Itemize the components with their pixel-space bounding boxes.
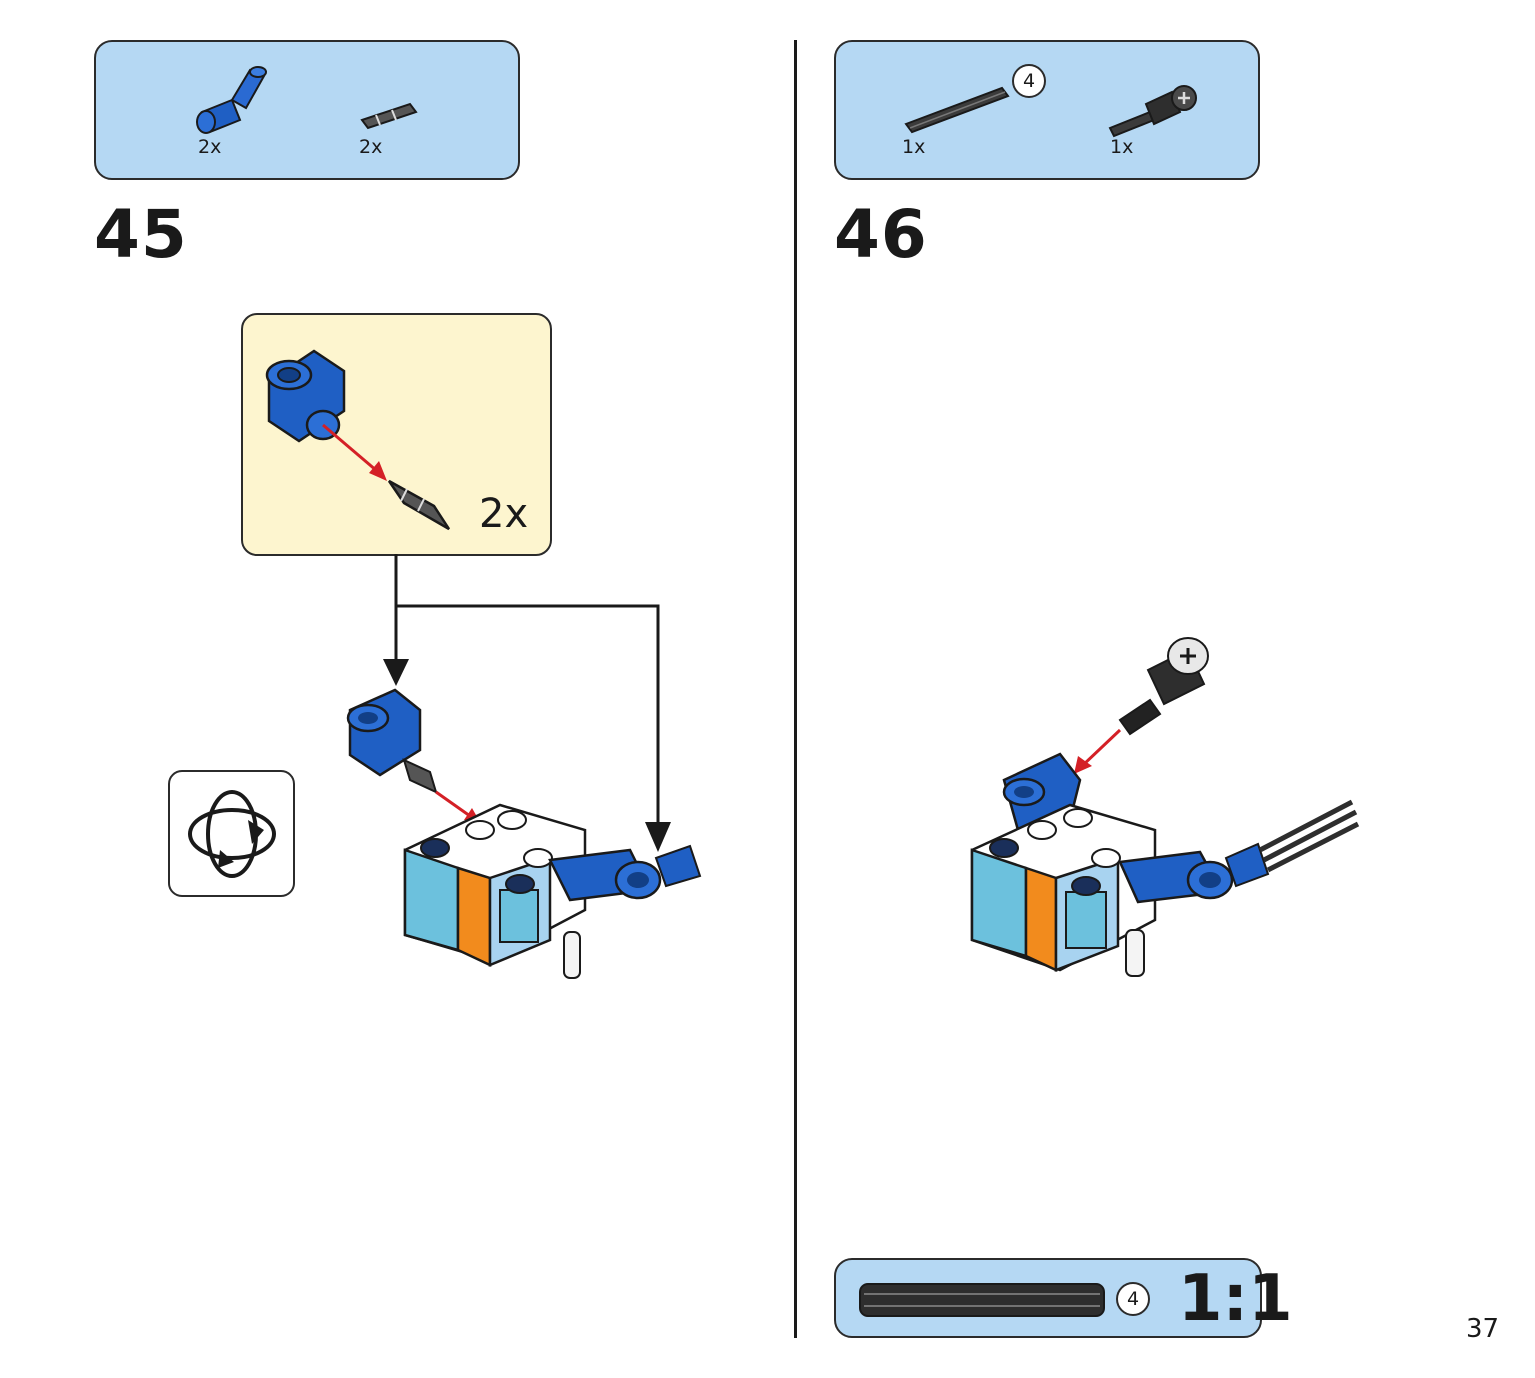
blue-angle-connector-icon (196, 66, 267, 134)
callout-arrows (383, 554, 671, 852)
axle-actual-size-icon (859, 1283, 1105, 1317)
axle-pin-icon (360, 102, 418, 130)
part-qty-angle-connector: 2x (198, 136, 222, 158)
part-qty-axle-connector: 1x (1110, 136, 1134, 158)
step-45-model (346, 688, 702, 979)
axle-with-connector-icon (1108, 85, 1197, 138)
axle-4-icon (904, 86, 1010, 134)
step-number-46: 46 (834, 196, 928, 273)
part-qty-axle-pin: 2x (359, 136, 383, 158)
actual-size-callout: 4 1:1 (834, 1258, 1293, 1338)
scale-label: 1:1 (1178, 1262, 1293, 1336)
parts-callout-step-46: 4 1x 1x (834, 40, 1260, 180)
rotate-icon (188, 790, 276, 878)
page-divider (794, 40, 797, 1338)
step-46-model (970, 637, 1360, 977)
subassembly-qty: 2x (479, 491, 529, 537)
subassembly-illustration (265, 349, 451, 531)
rotate-model-indicator (168, 770, 295, 897)
ruler-length-badge: 4 (1116, 1282, 1150, 1316)
parts-callout-step-45: 2x 2x (94, 40, 520, 180)
part-qty-axle-4: 1x (902, 136, 926, 158)
axle-length-badge: 4 (1012, 64, 1046, 98)
subassembly-callout: 2x (241, 313, 552, 556)
page-number: 37 (1466, 1314, 1500, 1344)
step-number-45: 45 (94, 196, 188, 273)
